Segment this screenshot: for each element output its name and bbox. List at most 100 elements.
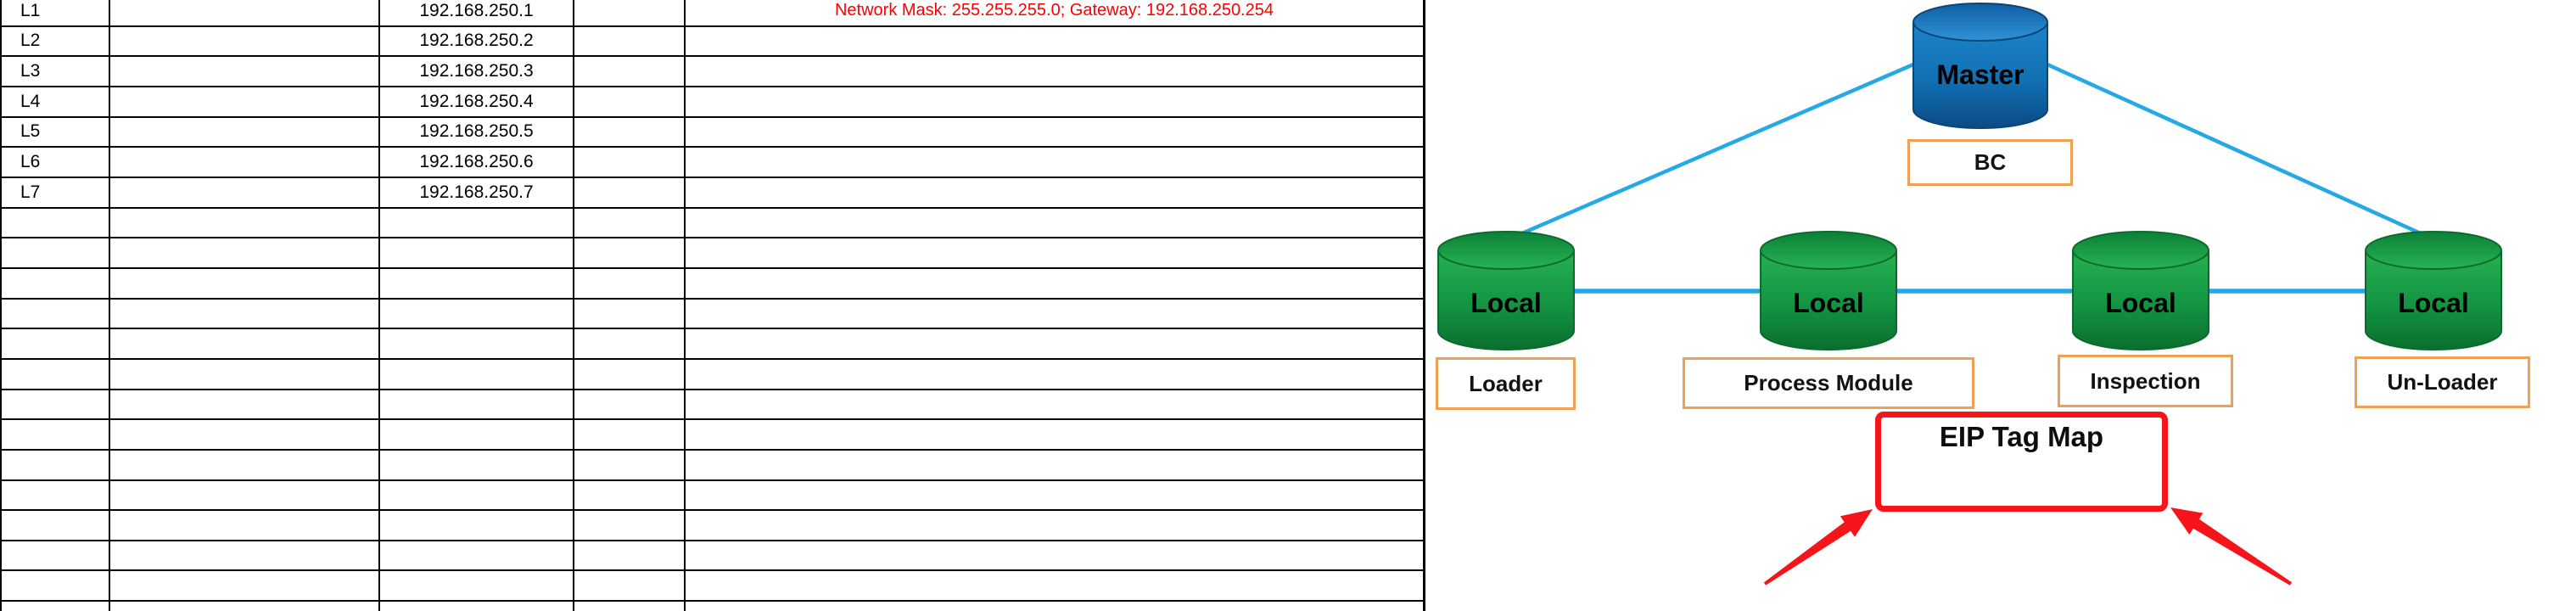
table-cell[interactable] [2,602,110,611]
table-cell[interactable] [380,541,574,570]
table-cell[interactable] [110,450,380,479]
table-cell[interactable] [574,268,686,298]
table-cell[interactable] [574,511,686,540]
table-cell[interactable] [2,511,110,540]
table-cell[interactable] [110,87,380,116]
table-cell[interactable] [110,329,380,358]
table-cell[interactable] [110,208,380,238]
table-cell[interactable] [110,268,380,298]
table-cell[interactable] [686,420,1425,449]
table-cell[interactable] [686,480,1425,510]
table-cell[interactable] [686,238,1425,267]
table-cell[interactable] [686,177,1425,207]
table-cell[interactable] [686,299,1425,328]
table-cell[interactable] [2,420,110,449]
table-cell[interactable] [574,390,686,419]
table-cell[interactable] [574,0,686,25]
table-cell[interactable] [110,57,380,86]
eip-tag-map-box[interactable]: EIP Tag Map [1875,412,2168,512]
table-cell[interactable] [686,26,1425,56]
table-cell[interactable] [380,450,574,479]
table-cell[interactable] [686,511,1425,540]
table-cell[interactable] [380,420,574,449]
table-cell[interactable] [686,268,1425,298]
inspection-label-box[interactable]: Inspection [2058,355,2233,407]
table-cell[interactable] [110,148,380,177]
table-cell[interactable] [574,571,686,601]
table-cell[interactable]: 192.168.250.6 [380,148,574,177]
table-cell[interactable] [686,117,1425,147]
table-cell[interactable] [110,299,380,328]
table-cell[interactable] [2,359,110,389]
table-cell[interactable] [2,329,110,358]
local-cylinder-inspection[interactable]: Local [2072,231,2209,350]
table-cell[interactable]: L3 [2,57,110,86]
table-cell[interactable]: 192.168.250.1 [380,0,574,25]
callout-arrow-left[interactable] [1763,509,1873,586]
table-cell[interactable] [686,359,1425,389]
table-cell[interactable] [110,541,380,570]
table-cell[interactable] [574,26,686,56]
table-cell[interactable] [380,208,574,238]
table-cell[interactable] [110,571,380,601]
table-cell[interactable] [686,148,1425,177]
process-module-label-box[interactable]: Process Module [1683,357,1974,409]
table-cell[interactable] [574,208,686,238]
table-cell[interactable] [110,511,380,540]
table-cell[interactable]: L6 [2,148,110,177]
table-cell[interactable] [2,480,110,510]
table-cell[interactable] [380,238,574,267]
table-cell[interactable] [110,117,380,147]
table-cell[interactable] [380,390,574,419]
table-cell[interactable]: L1 [2,0,110,25]
table-cell[interactable] [574,238,686,267]
table-cell[interactable]: L2 [2,26,110,56]
table-cell[interactable]: 192.168.250.7 [380,177,574,207]
table-cell[interactable] [110,177,380,207]
table-cell[interactable] [110,480,380,510]
table-cell[interactable] [380,571,574,601]
table-cell[interactable] [2,450,110,479]
table-cell[interactable] [110,26,380,56]
table-cell[interactable]: Network Mask: 255.255.255.0; Gateway: 19… [686,0,1425,25]
table-cell[interactable] [2,390,110,419]
table-cell[interactable] [574,359,686,389]
table-cell[interactable] [2,238,110,267]
table-cell[interactable] [110,420,380,449]
table-cell[interactable] [686,87,1425,116]
table-cell[interactable] [686,57,1425,86]
table-cell[interactable] [686,541,1425,570]
table-cell[interactable]: L7 [2,177,110,207]
master-cylinder[interactable]: Master [1912,3,2048,129]
table-cell[interactable] [110,238,380,267]
table-cell[interactable] [574,450,686,479]
table-cell[interactable] [110,390,380,419]
table-cell[interactable] [574,329,686,358]
table-cell[interactable] [380,511,574,540]
unloader-label-box[interactable]: Un-Loader [2355,356,2530,408]
table-cell[interactable] [2,299,110,328]
table-cell[interactable]: L5 [2,117,110,147]
table-cell[interactable] [686,602,1425,611]
table-cell[interactable] [2,268,110,298]
bc-label-box[interactable]: BC [1907,139,2073,186]
table-cell[interactable] [686,390,1425,419]
table-cell[interactable] [2,571,110,601]
table-cell[interactable] [110,0,380,25]
table-cell[interactable] [380,299,574,328]
table-cell[interactable] [574,117,686,147]
table-cell[interactable] [574,177,686,207]
loader-label-box[interactable]: Loader [1436,357,1576,410]
table-cell[interactable] [574,57,686,86]
table-cell[interactable]: 192.168.250.2 [380,26,574,56]
table-cell[interactable]: 192.168.250.5 [380,117,574,147]
table-cell[interactable] [2,541,110,570]
table-cell[interactable] [380,268,574,298]
table-cell[interactable] [574,420,686,449]
table-cell[interactable]: 192.168.250.4 [380,87,574,116]
table-cell[interactable] [686,571,1425,601]
local-cylinder-unloader[interactable]: Local [2365,231,2502,350]
table-cell[interactable]: L4 [2,87,110,116]
table-cell[interactable] [574,148,686,177]
table-cell[interactable] [110,602,380,611]
